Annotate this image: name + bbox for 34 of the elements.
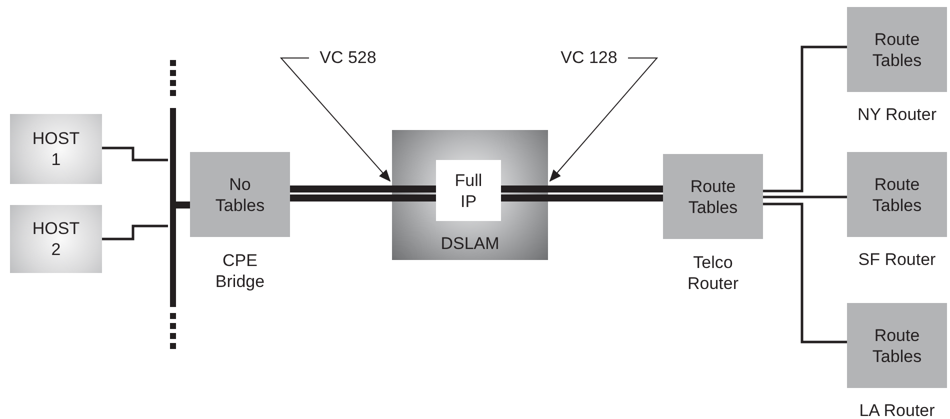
node-caption: NY Router: [856, 104, 938, 125]
node-label: Route Tables: [871, 28, 923, 70]
node-label: No Tables: [214, 174, 266, 216]
callout-text: VC 128: [560, 46, 618, 68]
connector-line: [102, 146, 168, 162]
connector-line: [763, 46, 847, 192]
connector-line: [102, 224, 168, 240]
node-label: DSLAM: [440, 233, 500, 254]
router-box: [847, 303, 947, 388]
network-bus: [168, 60, 176, 352]
node-caption: Telco Router: [686, 252, 740, 294]
host-box: [10, 114, 102, 184]
node-caption: CPE Bridge: [214, 250, 266, 292]
connector-line: [763, 202, 847, 344]
router-box: [847, 152, 947, 237]
connector-line: [763, 196, 847, 198]
leader-line: [549, 58, 658, 182]
router-box: [847, 7, 947, 92]
node-label: Full IP: [454, 170, 484, 212]
router-box: [663, 154, 763, 239]
node-caption: SF Router: [857, 249, 937, 270]
leader-line: [280, 58, 391, 182]
node-label: Route Tables: [871, 324, 923, 366]
host-box: [10, 205, 102, 273]
node-label: HOST 1: [31, 128, 81, 170]
connector-line: [176, 202, 190, 208]
node-label: Route Tables: [871, 174, 923, 216]
node-label: Route Tables: [687, 176, 739, 218]
bridge-box: [190, 152, 290, 237]
node-caption: LA Router: [858, 400, 936, 419]
callout-text: VC 528: [320, 46, 376, 68]
ip-box: [436, 160, 501, 221]
node-label: HOST 2: [31, 218, 81, 260]
dslam-box: [392, 130, 548, 260]
